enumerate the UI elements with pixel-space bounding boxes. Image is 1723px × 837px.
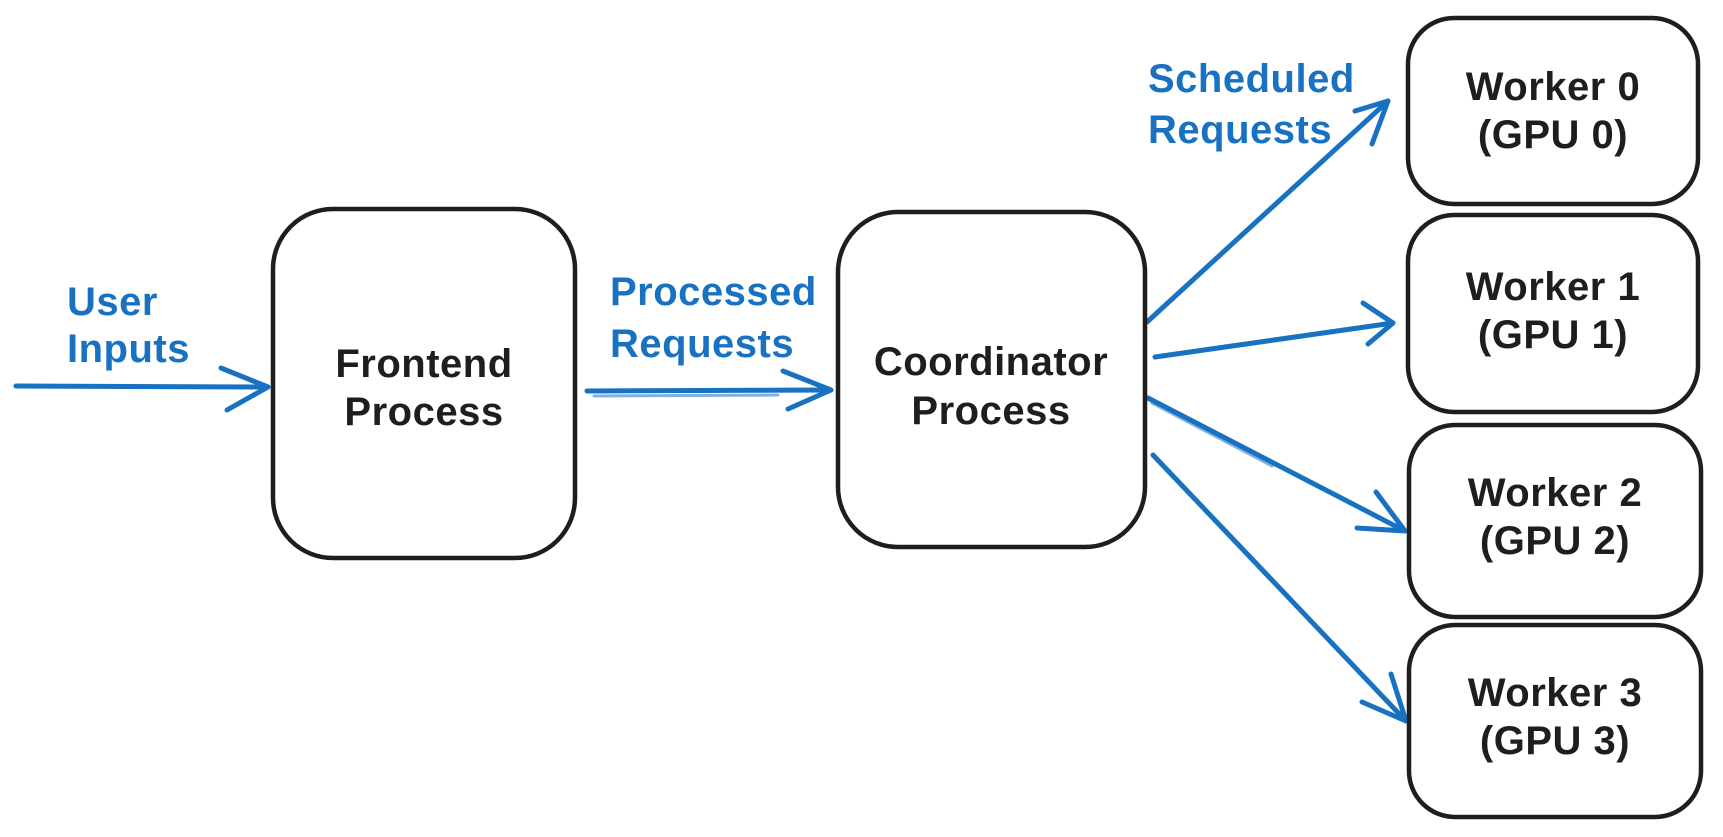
scheduled-arrow-worker-2-overstroke [1150,401,1274,468]
scheduled-arrow-worker-1 [1152,300,1396,360]
user-inputs-label: User Inputs [67,280,190,371]
scheduled-arrow-worker-3 [1150,452,1409,724]
worker-1-label-line2: (GPU 1) [1478,313,1628,357]
user-inputs-arrow-shaft [13,383,271,390]
worker-2-box [1406,422,1704,620]
worker-1-label-line1: Worker 1 [1466,265,1640,309]
scheduled-requests-label: Scheduled Requests [1148,57,1355,152]
worker-3-label-line1: Worker 3 [1468,671,1642,715]
processed-requests-arrow-shaft [584,387,834,394]
scheduled-requests-label-line2: Requests [1148,108,1332,152]
worker-2-node: Worker 2 (GPU 2) [1406,422,1704,620]
user-inputs-label-line1: User [67,280,158,324]
worker-2-label-line1: Worker 2 [1468,471,1642,515]
scheduled-arrow-worker-0-head [1352,98,1391,147]
scheduled-requests-label-line1: Scheduled [1148,57,1355,101]
processed-requests-label: Processed Requests [610,270,817,366]
frontend-process-box [270,206,578,561]
worker-0-label-line1: Worker 0 [1466,65,1640,109]
processed-requests-label-line1: Processed [610,270,817,314]
scheduled-arrow-worker-0-shaft [1144,98,1391,325]
coordinator-process-label-line2: Process [911,389,1070,433]
worker-3-box [1406,622,1704,820]
worker-0-box [1405,15,1701,207]
scheduled-arrow-worker-0 [1144,98,1391,325]
worker-3-label-line2: (GPU 3) [1480,719,1630,763]
worker-0-node: Worker 0 (GPU 0) [1405,15,1701,207]
worker-1-box [1405,212,1701,415]
scheduled-arrow-worker-3-shaft [1150,452,1409,724]
user-inputs-arrowhead [218,365,271,413]
scheduled-arrow-worker-2-shaft [1145,395,1408,534]
worker-1-node: Worker 1 (GPU 1) [1405,212,1701,415]
processed-requests-arrowhead [780,368,834,412]
worker-2-label-line2: (GPU 2) [1480,519,1630,563]
coordinator-process-label-line1: Coordinator [874,340,1108,384]
scheduled-arrow-worker-1-shaft [1152,320,1396,360]
scheduled-arrow-worker-1-head [1360,300,1396,347]
processed-requests-label-line2: Requests [610,322,794,366]
scheduled-arrow-worker-2-head [1354,489,1408,534]
frontend-process-node: Frontend Process [270,206,578,561]
frontend-process-label-line2: Process [344,390,503,434]
coordinator-process-box [835,209,1148,550]
processed-requests-arrow [584,368,834,412]
scheduled-arrow-worker-3-head [1359,671,1409,724]
user-inputs-label-line2: Inputs [67,327,190,371]
user-inputs-arrow [13,365,271,413]
processed-requests-arrow-overstroke [592,393,780,398]
frontend-process-label-line1: Frontend [335,342,512,386]
worker-0-label-line2: (GPU 0) [1478,113,1628,157]
worker-3-node: Worker 3 (GPU 3) [1406,622,1704,820]
scheduled-arrow-worker-2 [1145,395,1408,534]
coordinator-process-node: Coordinator Process [835,209,1148,550]
